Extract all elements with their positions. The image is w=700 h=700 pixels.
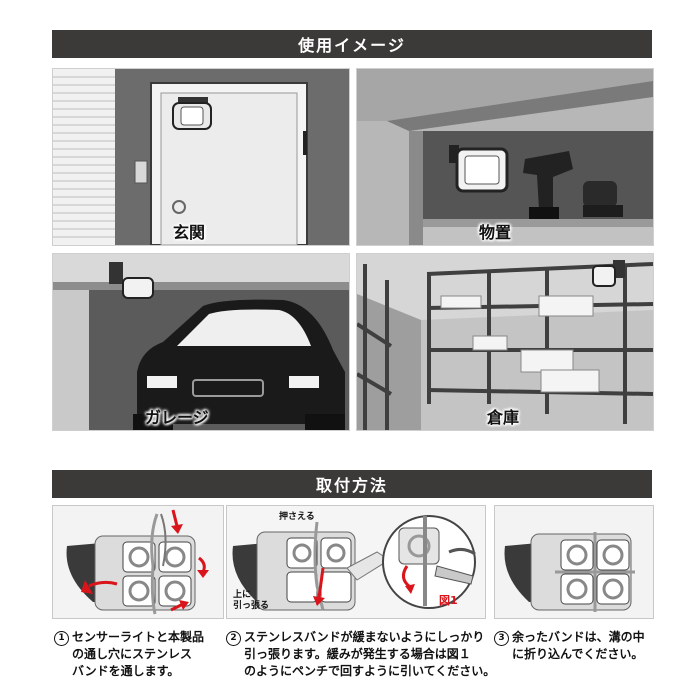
- scene-label-shed: 物置: [479, 223, 512, 242]
- step-2-number: 2: [226, 631, 241, 646]
- step-3-line2: に折り込んでください。: [512, 647, 644, 661]
- figure-1-tag: 図1: [439, 594, 458, 607]
- scene-entrance-photo: 玄関: [52, 68, 350, 246]
- step-2-line1: ステンレスバンドが緩まないようにしっかり: [244, 630, 485, 644]
- step-1-line3: バンドを通します。: [72, 664, 180, 678]
- scene-label-warehouse: 倉庫: [487, 408, 520, 427]
- annotation-press: 押さえる: [279, 512, 315, 522]
- step-2-line2: 引っ張ります。緩みが発生する場合は図１: [244, 647, 471, 661]
- install-section-title: 取付方法: [52, 470, 652, 498]
- step-2-line3: のようにペンチで回すように引いてください。: [244, 664, 496, 678]
- scene-shed-photo: 物置: [356, 68, 654, 246]
- scene-label-garage: ガレージ: [145, 408, 209, 427]
- usage-title-text: 使用イメージ: [298, 36, 406, 55]
- install-title-text: 取付方法: [315, 476, 388, 495]
- step-3-number: 3: [494, 631, 509, 646]
- step-1-line1: センサーライトと本製品: [72, 630, 205, 644]
- step-1-number: 1: [54, 631, 69, 646]
- step-1-line2: の通し穴にステンレス: [72, 647, 193, 661]
- step-3-illustration: [494, 505, 654, 619]
- scene-warehouse-photo: 倉庫: [356, 253, 654, 431]
- step-1-illustration: [52, 505, 224, 619]
- step-3-line1: 余ったバンドは、溝の中: [512, 630, 645, 644]
- scene-garage-photo: ガレージ: [52, 253, 350, 431]
- annotation-pull-up-line2: 引っ張る: [233, 601, 270, 611]
- annotation-pull-up-line1: 上に: [233, 590, 252, 600]
- scene-label-entrance: 玄関: [173, 223, 206, 242]
- usage-section-title: 使用イメージ: [52, 30, 652, 58]
- step-2-illustration: 押さえる 上に 引っ張る 図1: [226, 505, 486, 619]
- annotation-pull-up: 上に 引っ張る: [233, 590, 269, 612]
